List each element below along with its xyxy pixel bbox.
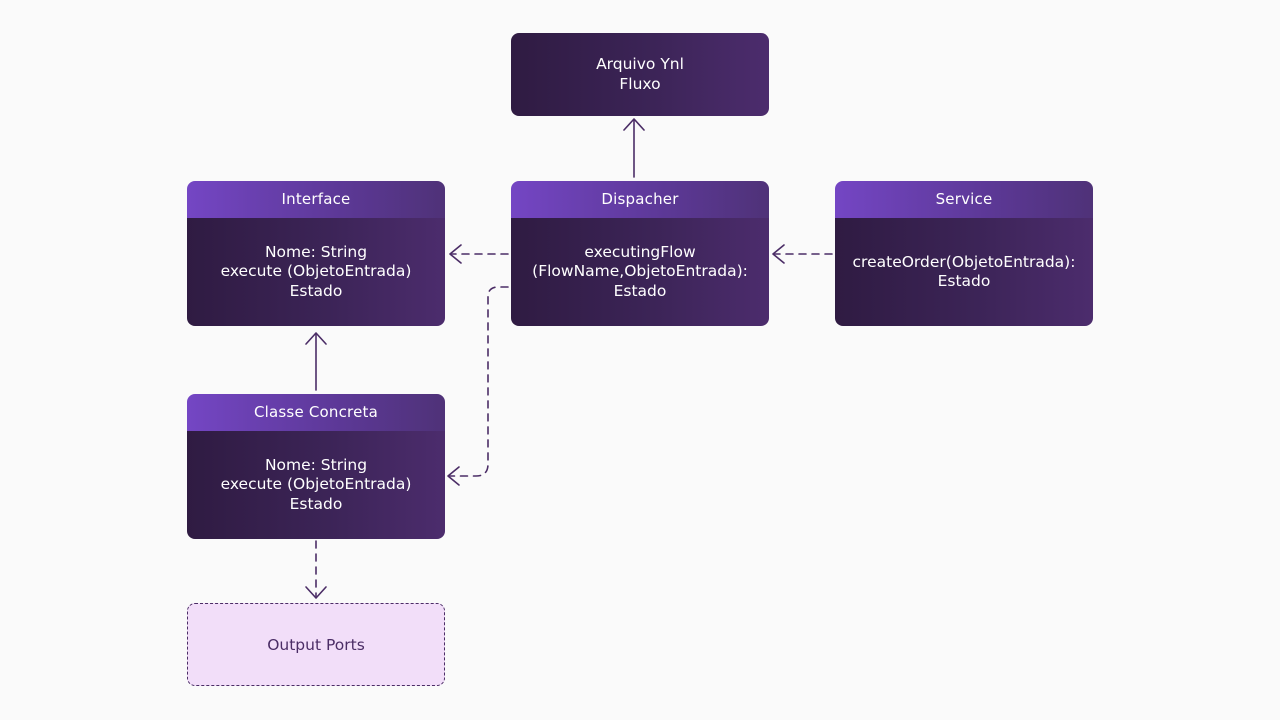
edge-classe-concreta-to-output-ports [305,540,327,599]
dispacher-body: executingFlow (FlowName,ObjetoEntrada): … [511,218,769,326]
dispacher-line-1: executingFlow [584,242,696,261]
classe-concreta-line-3: Estado [289,494,343,513]
arquivo-ynl-node: Arquivo Ynl Fluxo [511,33,769,116]
dispacher-line-3: Estado [613,281,667,300]
interface-line-1: Nome: String [264,242,368,261]
service-node: Service createOrder(ObjetoEntrada): Esta… [835,181,1093,326]
edge-dispacher-to-arquivo [623,118,645,178]
dispacher-line-2: (FlowName,ObjetoEntrada): [532,262,748,281]
interface-node: Interface Nome: String execute (ObjetoEn… [187,181,445,326]
classe-concreta-line-2: execute (ObjetoEntrada) [220,475,412,494]
output-ports-node: Output Ports [187,603,445,686]
dispacher-node: Dispacher executingFlow (FlowName,Objeto… [511,181,769,326]
interface-title: Interface [187,181,445,218]
interface-body: Nome: String execute (ObjetoEntrada) Est… [187,218,445,326]
output-ports-label: Output Ports [267,635,365,654]
edge-dispacher-to-interface [449,244,509,264]
service-body: createOrder(ObjetoEntrada): Estado [835,218,1093,326]
edge-dispacher-to-classe-concreta [447,286,509,486]
edge-service-to-dispacher [772,244,833,264]
interface-line-3: Estado [289,281,343,300]
service-line-2: Estado [937,272,991,290]
dispacher-title: Dispacher [511,181,769,218]
classe-concreta-line-1: Nome: String [264,455,368,474]
service-line-1: createOrder(ObjetoEntrada): [852,252,1076,271]
classe-concreta-body: Nome: String execute (ObjetoEntrada) Est… [187,431,445,539]
service-title: Service [835,181,1093,218]
classe-concreta-node: Classe Concreta Nome: String execute (Ob… [187,394,445,539]
edge-classe-concreta-to-interface [305,332,327,391]
arquivo-line-1: Arquivo Ynl [596,55,684,73]
interface-line-2: execute (ObjetoEntrada) [220,262,412,281]
classe-concreta-title: Classe Concreta [187,394,445,431]
arquivo-line-2: Fluxo [619,74,661,93]
